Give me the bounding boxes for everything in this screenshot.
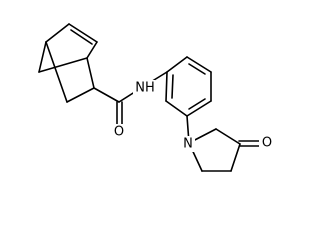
norbornene-fragment bbox=[38, 23, 98, 103]
amide-group bbox=[93, 71, 168, 128]
bond-c1-bridge bbox=[38, 41, 47, 73]
amide-oxygen-label: O bbox=[114, 125, 124, 140]
bond-ar6-ar1 bbox=[165, 71, 168, 102]
bond-ar4-ar5 bbox=[186, 100, 212, 117]
bond-ar1-ar2 bbox=[166, 56, 188, 73]
bond-c1-c2 bbox=[45, 23, 70, 43]
bond-ar4-ar5-inner bbox=[188, 98, 206, 110]
structure-canvas: O NH N O bbox=[38, 23, 274, 172]
bond-ar5-ar6 bbox=[165, 100, 188, 117]
amide-nitrogen-label: NH bbox=[135, 81, 155, 96]
bond-ar6-ar1-inner bbox=[171, 74, 174, 99]
molecule-drawing: O NH N O bbox=[38, 23, 274, 172]
ring-nitrogen-label: N bbox=[183, 137, 193, 152]
bond-ch2-ch2-b bbox=[230, 143, 241, 172]
bond-ch2-carbonyl bbox=[215, 128, 241, 145]
bond-c6-c1 bbox=[45, 41, 68, 103]
bond-c2-c3-double bbox=[70, 29, 93, 45]
lactam-oxygen-bg bbox=[259, 135, 274, 151]
benzene-ring bbox=[165, 56, 212, 117]
atom-labels: O NH N O bbox=[110, 80, 274, 152]
amide-oxygen-bg bbox=[110, 124, 124, 140]
bond-c5-c6 bbox=[66, 87, 95, 103]
bond-bridge-c4 bbox=[38, 57, 88, 73]
ring-nitrogen-bg bbox=[181, 136, 195, 152]
amide-nitrogen-bg bbox=[133, 80, 155, 96]
bond-c5-carbonyl bbox=[93, 87, 120, 103]
pyrrolidinone-ring bbox=[186, 115, 263, 172]
lactam-oxygen-label: O bbox=[262, 136, 272, 151]
bond-c4-c5 bbox=[86, 57, 95, 89]
bond-c3-c4 bbox=[86, 41, 98, 59]
bond-c2-c3 bbox=[68, 23, 98, 43]
bond-ar2-ar3-inner bbox=[188, 63, 206, 75]
bond-ar2-ar3 bbox=[186, 56, 212, 73]
